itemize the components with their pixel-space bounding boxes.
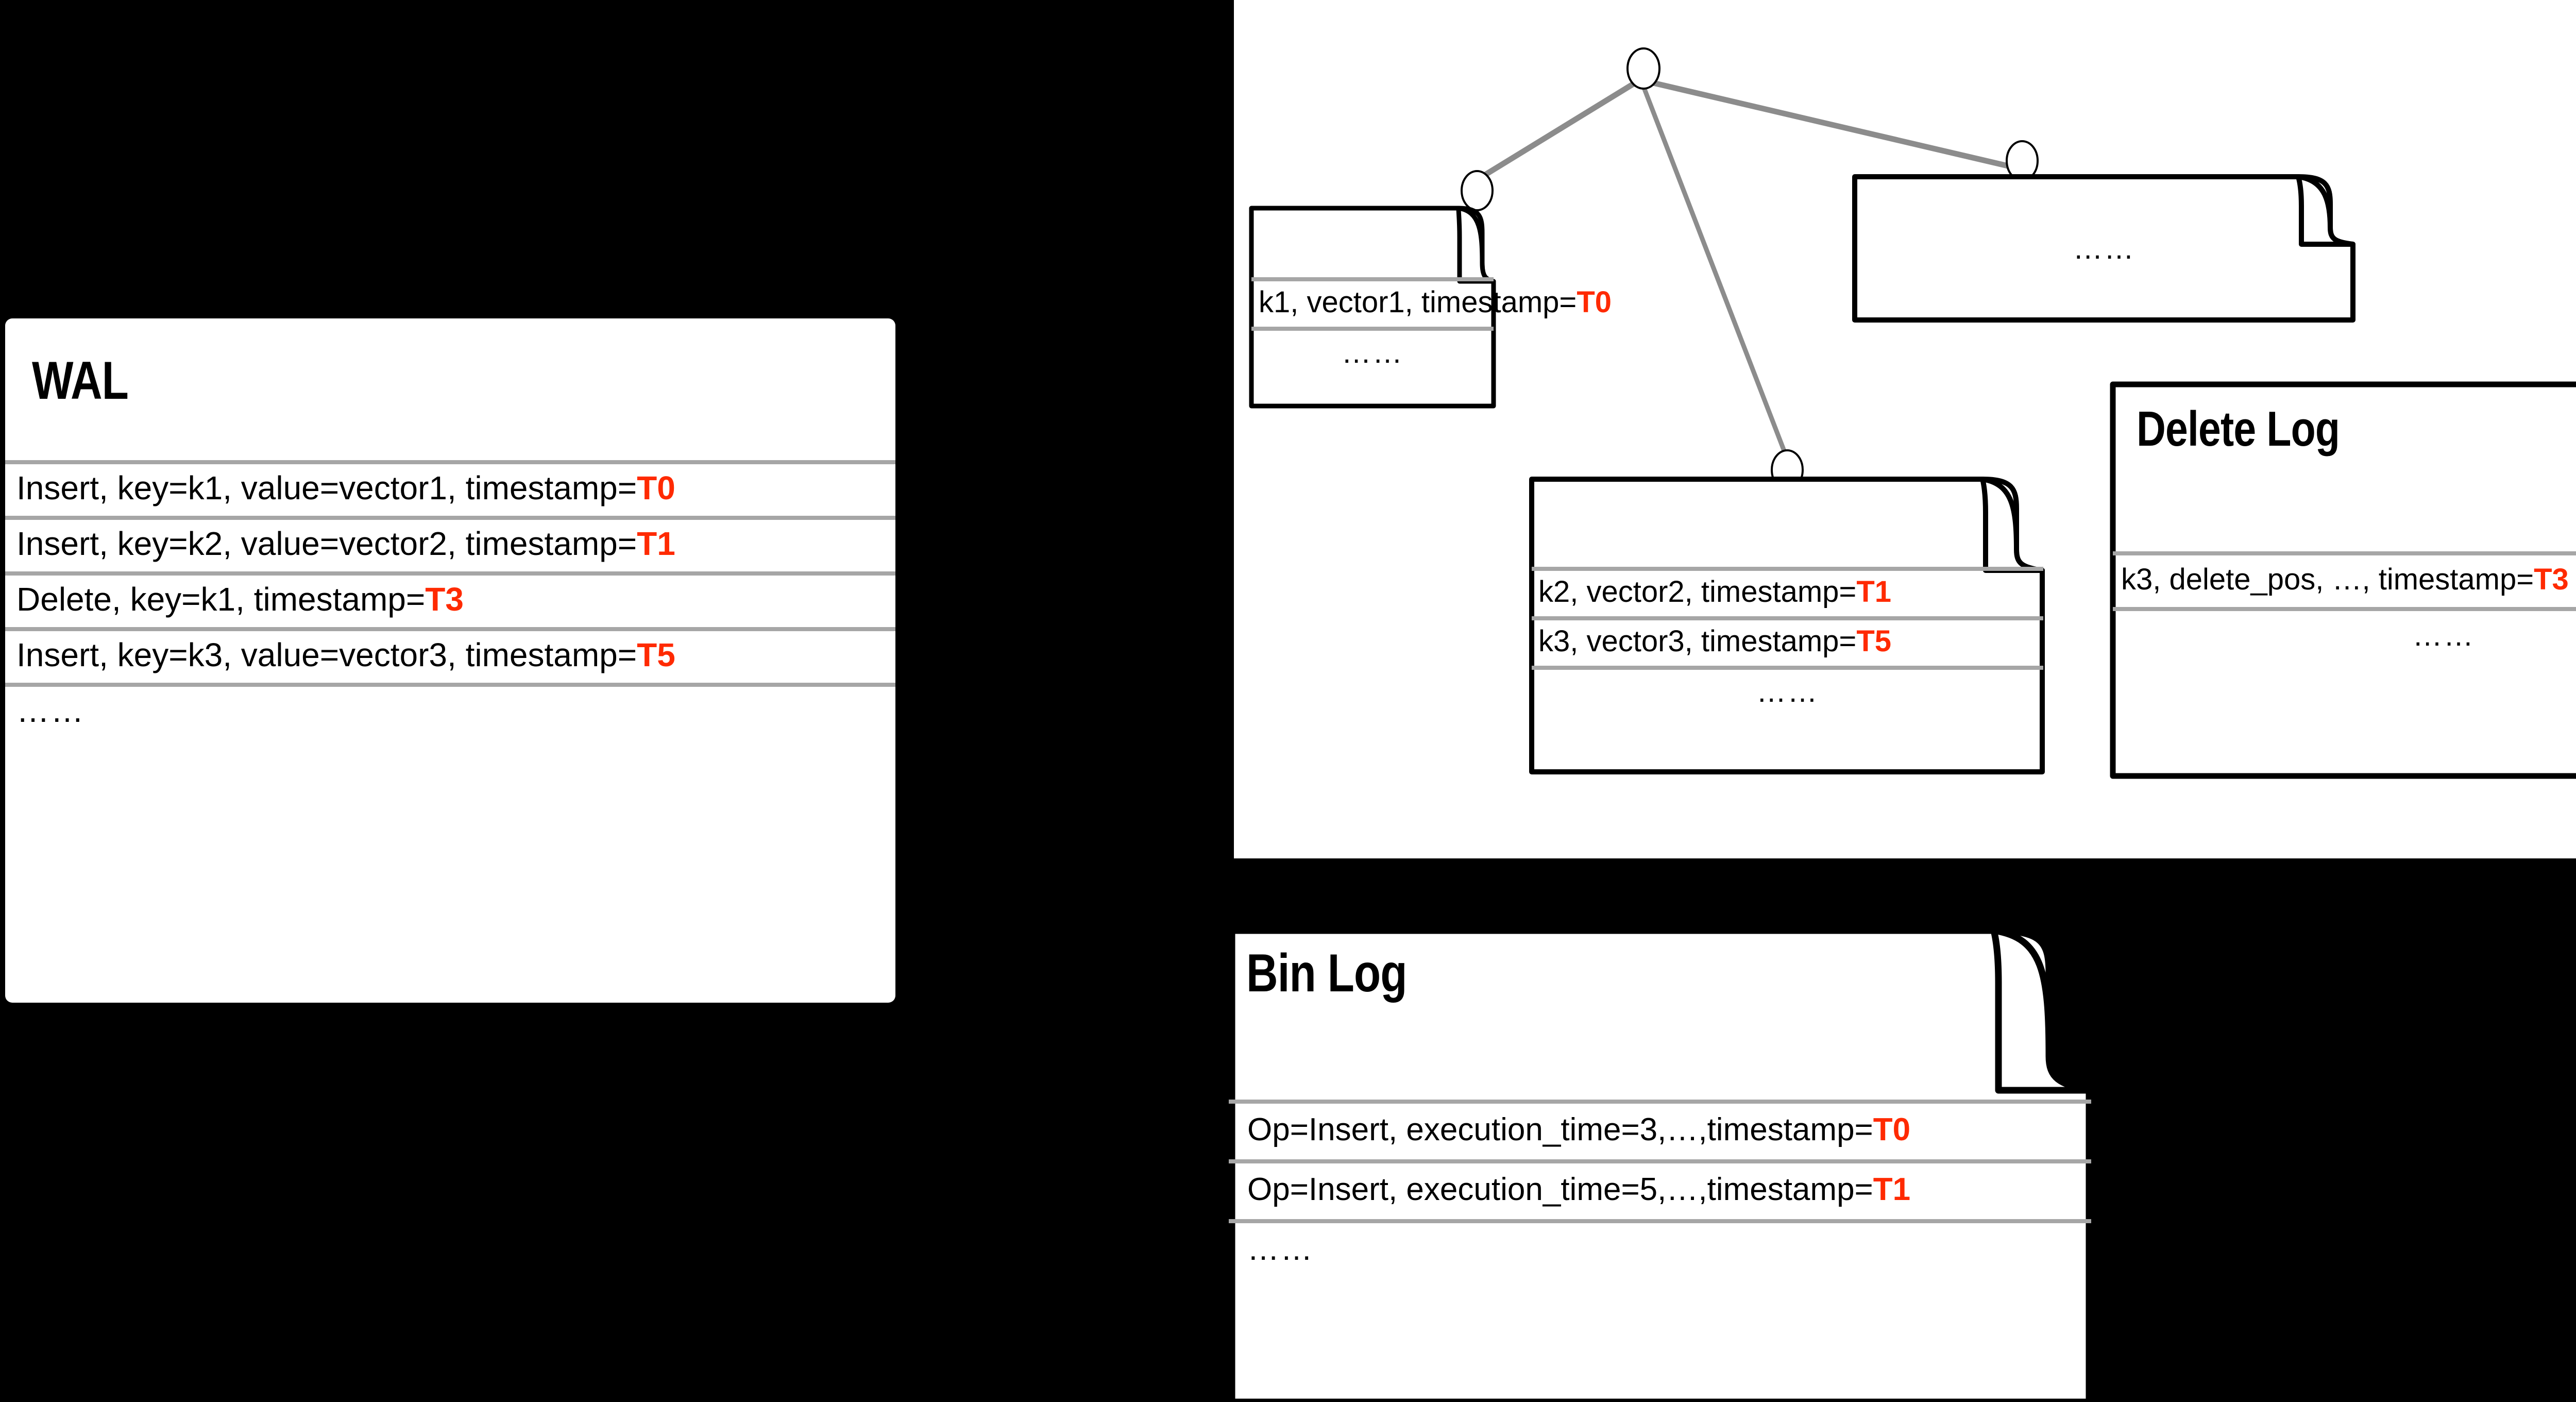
table-row: Op=Insert, execution_time=5,…,timestamp=… — [1229, 1159, 2091, 1219]
bin-log-divider-1 — [1229, 1159, 2091, 1163]
index-middle-card: k2, vector2, timestamp=T1 k3, vector3, t… — [1529, 477, 2046, 774]
index-left-card: k1, vector1, timestamp=T0 …… — [1249, 206, 1612, 409]
wal-row-3-timestamp: T5 — [637, 636, 675, 673]
wal-row-1-text: Insert, key=k2, value=vector2, timestamp… — [16, 525, 637, 562]
table-row: …… — [1852, 223, 2356, 274]
index-middle-divider-0 — [1532, 567, 2043, 571]
table-row: k1, vector1, timestamp=T0 — [1249, 277, 1612, 327]
index-middle-row-2-text: …… — [1756, 674, 1819, 708]
index-right-card: …… — [1852, 174, 2356, 323]
index-left-row-0-timestamp: T0 — [1577, 285, 1612, 319]
table-row: k2, vector2, timestamp=T1 — [1529, 567, 2046, 616]
wal-panel: WAL Insert, key=k1, value=vector1, times… — [5, 318, 895, 1003]
wal-title: WAL — [32, 351, 129, 411]
bin-log-row-1-text: Op=Insert, execution_time=5,…,timestamp= — [1247, 1171, 1873, 1207]
bin-log-row-0-text: Op=Insert, execution_time=3,…,timestamp= — [1247, 1111, 1873, 1147]
bin-log-divider-2 — [1229, 1219, 2091, 1223]
wal-row-2-text: Delete, key=k1, timestamp= — [16, 581, 426, 618]
delete-log-title: Delete Log — [2137, 401, 2340, 457]
index-left-row-1-text: …… — [1341, 335, 1404, 369]
index-node-root[interactable] — [1625, 47, 1662, 90]
index-left-row-0-text: k1, vector1, timestamp= — [1259, 285, 1577, 319]
table-row: …… — [1529, 666, 2046, 717]
wal-row-1-timestamp: T1 — [637, 525, 675, 562]
bin-log-title: Bin Log — [1246, 943, 1407, 1003]
index-right-row-0-text: …… — [2073, 231, 2136, 265]
table-row: Insert, key=k1, value=vector1, timestamp… — [5, 460, 895, 516]
table-row: Op=Insert, execution_time=3,…,timestamp=… — [1229, 1100, 2091, 1159]
wal-divider-4 — [5, 683, 895, 687]
table-row: Delete, key=k1, timestamp=T3 — [5, 571, 895, 627]
delete-log-divider-0 — [2113, 551, 2576, 555]
delete-log-row-0-text: k3, delete_pos, …, timestamp= — [2121, 562, 2534, 596]
table-row: …… — [5, 683, 895, 738]
wal-divider-3 — [5, 627, 895, 631]
bin-log-panel: Bin Log Op=Insert, execution_time=3,…,ti… — [1228, 927, 2221, 1402]
index-node-left[interactable] — [1460, 170, 1495, 211]
wal-row-2-timestamp: T3 — [425, 581, 464, 618]
bin-log-row-2-text: …… — [1247, 1231, 1314, 1267]
index-middle-row-1-text: k3, vector3, timestamp= — [1538, 624, 1857, 658]
bin-log-row-1-timestamp: T1 — [1873, 1171, 1911, 1207]
index-middle-divider-2 — [1532, 666, 2043, 670]
table-row: k3, delete_pos, …, timestamp=T3 — [2110, 551, 2576, 607]
bin-log-row-0-timestamp: T0 — [1873, 1111, 1911, 1147]
delete-log-card: Delete Log k3, delete_pos, …, timestamp=… — [2110, 381, 2576, 779]
bin-log-divider-0 — [1229, 1100, 2091, 1104]
index-middle-row-0-text: k2, vector2, timestamp= — [1538, 575, 1857, 609]
table-row: Insert, key=k3, value=vector3, timestamp… — [5, 627, 895, 683]
wal-divider-1 — [5, 516, 895, 520]
delete-log-divider-1 — [2113, 607, 2576, 611]
table-row: …… — [2110, 607, 2576, 664]
index-middle-row-0-timestamp: T1 — [1856, 575, 1891, 609]
table-row: Insert, key=k2, value=vector2, timestamp… — [5, 516, 895, 571]
wal-divider-2 — [5, 571, 895, 576]
table-row: …… — [1229, 1219, 2091, 1279]
wal-row-0-timestamp: T0 — [637, 469, 675, 506]
delete-log-row-1-text: …… — [2412, 618, 2475, 652]
table-row: k3, vector3, timestamp=T5 — [1529, 616, 2046, 666]
wal-divider-0 — [5, 460, 895, 464]
wal-row-4-text: …… — [16, 692, 86, 729]
wal-row-3-text: Insert, key=k3, value=vector3, timestamp… — [16, 636, 637, 673]
index-panel: k1, vector1, timestamp=T0 …… …… — [1234, 0, 2576, 858]
index-middle-divider-1 — [1532, 616, 2043, 620]
index-left-divider-0 — [1251, 277, 1494, 281]
wal-row-0-text: Insert, key=k1, value=vector1, timestamp… — [16, 469, 637, 506]
index-middle-row-1-timestamp: T5 — [1856, 624, 1891, 658]
index-left-divider-1 — [1251, 327, 1494, 331]
table-row: …… — [1249, 327, 1496, 378]
delete-log-row-0-timestamp: T3 — [2534, 562, 2569, 596]
